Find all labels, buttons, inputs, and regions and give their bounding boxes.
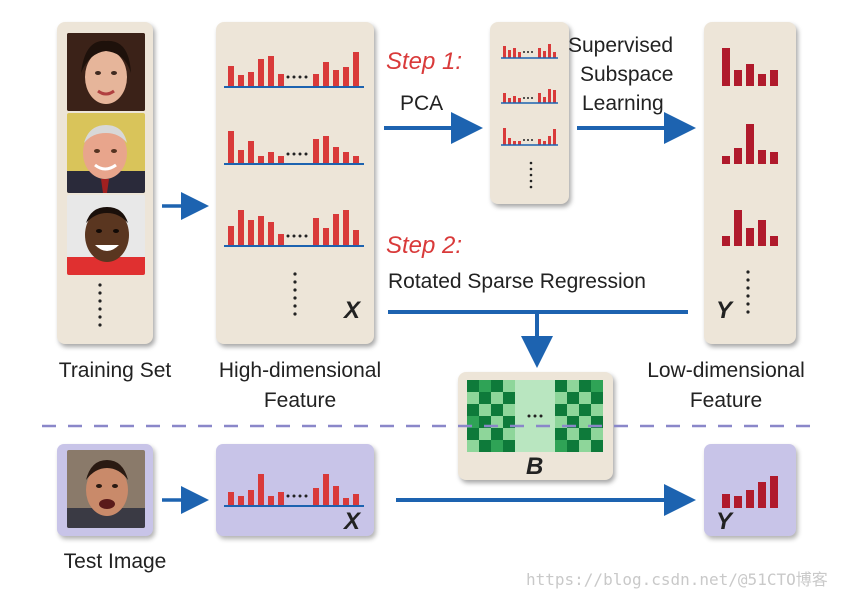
rotated-sparse-label: Rotated Sparse Regression <box>388 270 646 293</box>
test-feature-x-panel <box>216 444 374 536</box>
low-dim-label-line2: Feature <box>689 389 763 412</box>
training-set-label: Training Set <box>58 359 172 382</box>
high-dim-bars-3 <box>224 210 364 247</box>
supervised-label-2: Subspace <box>580 63 674 86</box>
high-dim-label-line1: High-dimensional <box>218 359 382 382</box>
high-dim-bars-1 <box>224 52 364 88</box>
arrows <box>162 112 696 516</box>
supervised-label-3: Learning <box>582 92 664 115</box>
training-set-ellipsis <box>98 283 102 327</box>
test-x-bars <box>224 474 364 507</box>
step-1-label: Step 1: <box>386 48 463 75</box>
low-dim-bars-1 <box>722 48 778 86</box>
face-photo-1 <box>67 33 145 111</box>
test-y-bars <box>722 476 778 508</box>
test-image-label: Test Image <box>63 550 167 573</box>
test-face-photo <box>67 450 145 528</box>
high-dim-ellipsis <box>293 272 297 316</box>
watermark: https://blog.csdn.net/@51CTO博客 <box>526 570 828 589</box>
pca-bars-3 <box>501 128 558 146</box>
matrix-b-label: B <box>526 453 544 480</box>
test-matrix-y-label: Y <box>716 508 733 535</box>
matrix-x-label: X <box>344 297 361 324</box>
face-photo-2 <box>67 113 145 193</box>
matrix-b-grid <box>467 380 603 452</box>
low-dim-ellipsis <box>746 270 750 314</box>
high-dim-label-line2: Feature <box>263 389 337 412</box>
pca-bars-2 <box>501 89 558 104</box>
matrix-y-label: Y <box>716 297 733 324</box>
supervised-label-1: Supervised <box>568 34 674 57</box>
face-photo-3 <box>67 195 145 275</box>
test-matrix-x-label: X <box>344 508 361 535</box>
high-dim-bars-2 <box>224 131 364 165</box>
pca-label: PCA <box>400 92 444 115</box>
low-dim-label-line1: Low-dimensional <box>647 359 805 382</box>
pca-bars-1 <box>501 44 558 59</box>
low-dim-bars-2 <box>722 124 778 164</box>
step-2-label: Step 2: <box>386 232 463 259</box>
low-dim-bars-3 <box>722 210 778 246</box>
pca-ellipsis <box>529 161 533 189</box>
